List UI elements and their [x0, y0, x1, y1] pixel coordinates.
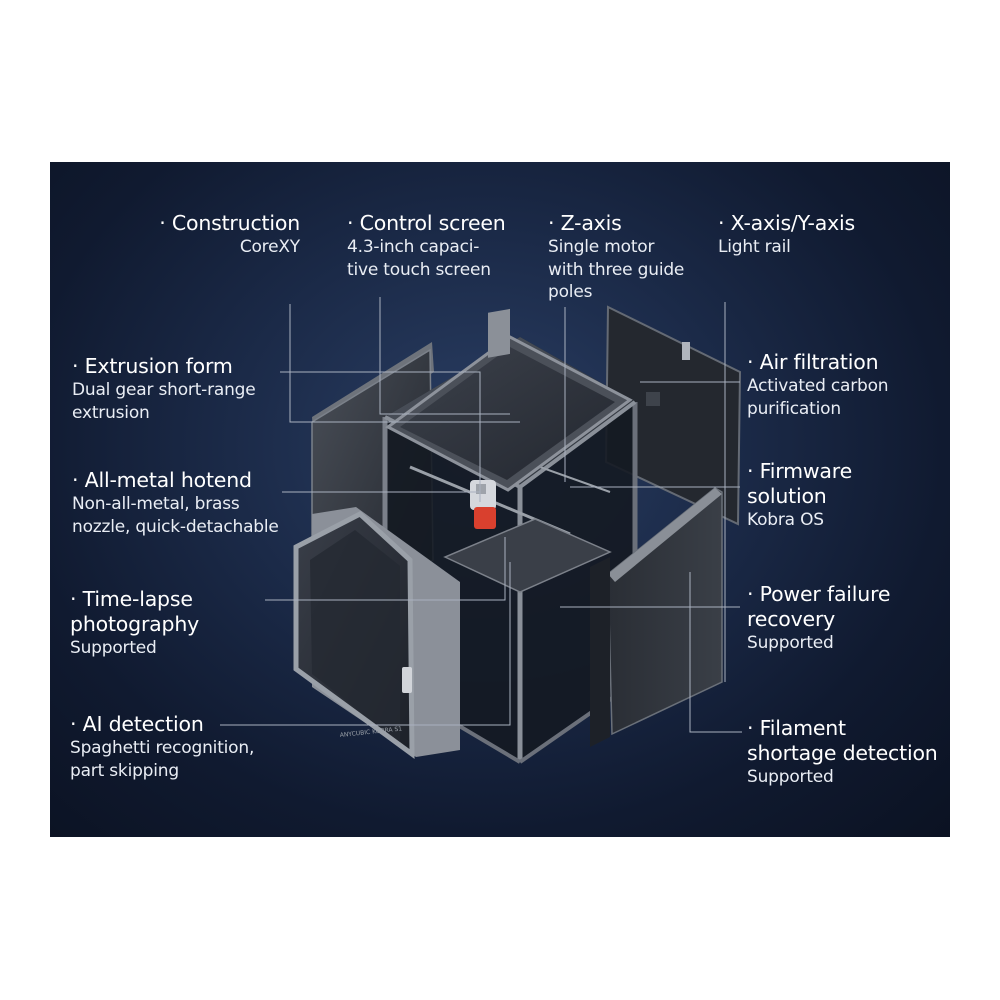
right-side-panel: [590, 487, 723, 747]
feature-description: Non-all-metal, brass nozzle, quick-detac…: [72, 494, 279, 537]
feature-description: Supported: [70, 638, 157, 658]
feature-title: · Extrusion form: [72, 354, 233, 378]
feature-extrusion-form: · Extrusion form Dual gear short-range e…: [72, 354, 256, 424]
leader-timelapse: [265, 537, 506, 601]
toolhead: [470, 480, 496, 529]
leader-filament: [689, 572, 742, 733]
feature-description: Single motor with three guide poles: [548, 237, 685, 302]
feature-ai-detection: · AI detection Spaghetti recognition, pa…: [70, 712, 254, 782]
leader-construction: [289, 304, 520, 423]
feature-description: Spaghetti recognition, part skipping: [70, 738, 255, 781]
feature-description: 4.3-inch capaci- tive touch screen: [347, 237, 491, 280]
feature-air-filtration: · Air filtration Activated carbon purifi…: [747, 350, 889, 420]
feature-title: · Time-lapse photography: [70, 587, 200, 636]
leader-lines: [220, 297, 742, 733]
feature-all-metal-hotend: · All-metal hotend Non-all-metal, brass …: [72, 468, 279, 538]
leader-control-screen: [379, 297, 510, 415]
feature-control-screen: · Control screen 4.3-inch capaci- tive t…: [347, 211, 506, 281]
feature-title: · AI detection: [70, 712, 204, 736]
feature-description: Dual gear short-range extrusion: [72, 380, 256, 423]
feature-title: · All-metal hotend: [72, 468, 252, 492]
feature-filament-shortage: · Filament shortage detection Supported: [747, 716, 938, 789]
feature-title: · Filament shortage detection: [747, 716, 938, 765]
feature-description: Kobra OS: [747, 510, 824, 530]
feature-z-axis: · Z-axis Single motor with three guide p…: [548, 211, 684, 304]
feature-time-lapse: · Time-lapse photography Supported: [70, 587, 199, 660]
feature-title: · Control screen: [347, 211, 506, 235]
feature-power-failure-recovery: · Power failure recovery Supported: [747, 582, 890, 655]
feature-description: Supported: [747, 767, 834, 787]
feature-panel: ANYCUBIC KOBRA S1: [50, 162, 950, 837]
feature-xy-axis: · X-axis/Y-axis Light rail: [718, 211, 855, 259]
feature-title: · Construction: [159, 211, 300, 235]
feature-title: · Z-axis: [548, 211, 622, 235]
feature-firmware-solution: · Firmware solution Kobra OS: [747, 459, 852, 532]
feature-title: · X-axis/Y-axis: [718, 211, 855, 235]
feature-title: · Air filtration: [747, 350, 879, 374]
printer-exploded-view: ANYCUBIC KOBRA S1: [220, 297, 742, 764]
front-door: ANYCUBIC KOBRA S1: [293, 507, 460, 759]
feature-description: CoreXY: [239, 237, 300, 257]
feature-description: Supported: [747, 633, 834, 653]
feature-description: Light rail: [718, 237, 791, 257]
feature-title: · Power failure recovery: [747, 582, 891, 631]
leader-ai-detection: [220, 562, 511, 726]
feature-construction: · Construction CoreXY: [159, 211, 300, 259]
feature-description: Activated carbon purification: [747, 376, 889, 419]
feature-title: · Firmware solution: [747, 459, 852, 508]
leader-extrusion: [280, 371, 481, 502]
